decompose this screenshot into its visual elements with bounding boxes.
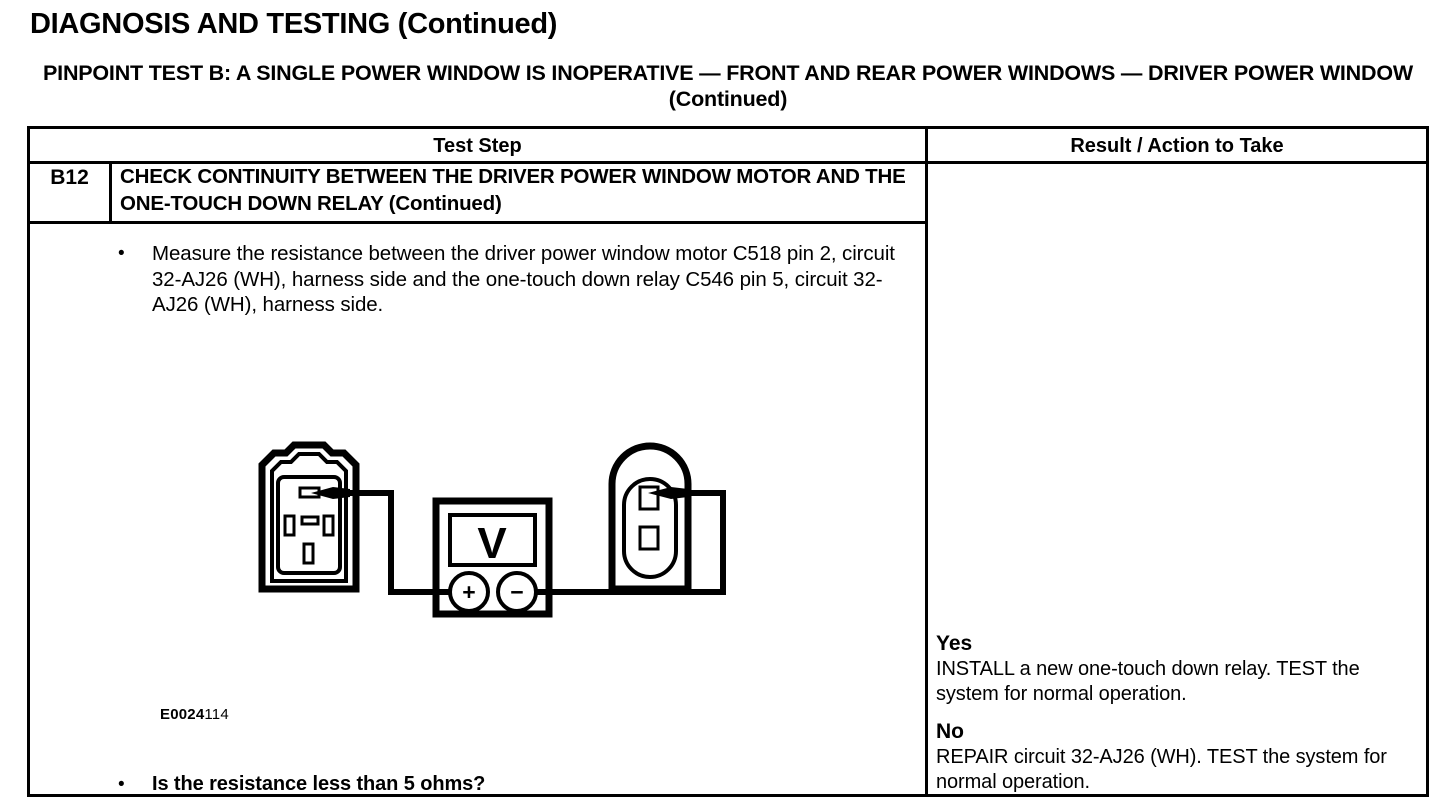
- step-id-label: B12: [50, 166, 89, 189]
- left-connector-outer-shell: [258, 441, 360, 593]
- result-no-text: REPAIR circuit 32-AJ26 (WH). TEST the sy…: [936, 746, 1387, 793]
- result-no-label: No: [936, 720, 964, 743]
- step-heading-text: CHECK CONTINUITY BETWEEN THE DRIVER POWE…: [120, 165, 906, 215]
- result-action-cell: Yes INSTALL a new one-touch down relay. …: [936, 631, 1416, 795]
- step-id-divider: [109, 161, 112, 221]
- right-test-probe-tip: [648, 487, 688, 499]
- right-connector-outer-shell: [608, 442, 692, 593]
- left-connector-pin-socket-d: [302, 542, 315, 565]
- figure-id-suffix: 114: [204, 706, 229, 723]
- question-bullet-row: • Is the resistance less than 5 ohms?: [118, 772, 878, 798]
- left-connector-inner-shell: [270, 452, 348, 583]
- result-no-block: No REPAIR circuit 32-AJ26 (WH). TEST the…: [936, 719, 1416, 795]
- multimeter-display-value: V: [477, 519, 507, 568]
- multimeter-positive-terminal: [448, 571, 490, 613]
- result-yes-block: Yes INSTALL a new one-touch down relay. …: [936, 631, 1416, 707]
- instruction-text: Measure the resistance between the drive…: [152, 242, 895, 316]
- positive-terminal-label: +: [462, 579, 475, 605]
- right-connector-pin-5-socket: [638, 485, 660, 511]
- right-connector-inner-oval: [622, 477, 678, 579]
- left-test-probe-tip: [311, 487, 350, 499]
- figure-id-prefix: E0024: [160, 706, 205, 723]
- bullet-icon: •: [118, 774, 125, 795]
- figure-id-label: E0024114: [160, 706, 229, 723]
- negative-terminal-label: −: [510, 579, 523, 605]
- right-connector-pin-socket-b: [638, 525, 660, 551]
- instruction-bullet-row: • Measure the resistance between the dri…: [118, 241, 918, 318]
- multimeter-display: [448, 513, 537, 567]
- column-divider: [925, 129, 928, 794]
- left-connector-pin-socket-a: [283, 514, 296, 537]
- question-text: Is the resistance less than 5 ohms?: [152, 773, 486, 795]
- page-title: DIAGNOSIS AND TESTING (Continued): [30, 8, 558, 40]
- pinpoint-test-title: PINPOINT TEST B: A SINGLE POWER WINDOW I…: [43, 61, 1413, 111]
- column-header-test-step: Test Step: [433, 135, 522, 157]
- left-connector-pin-socket-b: [322, 514, 335, 537]
- bullet-icon: •: [118, 243, 125, 264]
- test-step-table: Test Step Result / Action to Take B12 CH…: [27, 126, 1429, 797]
- result-yes-label: Yes: [936, 632, 973, 655]
- multimeter-negative-terminal: [496, 571, 538, 613]
- result-yes-text: INSTALL a new one-touch down relay. TEST…: [936, 658, 1360, 705]
- left-connector-face: [276, 475, 342, 575]
- step-heading-divider: [30, 221, 925, 224]
- left-connector-pin-socket-c: [300, 515, 320, 526]
- column-header-result-action: Result / Action to Take: [1070, 135, 1284, 157]
- header-row-divider: [30, 161, 1426, 164]
- multimeter-body: [432, 497, 553, 618]
- wire-left-to-positive: [343, 490, 450, 595]
- wire-negative-to-right: [536, 490, 726, 595]
- left-connector-pin-2-socket: [298, 486, 321, 499]
